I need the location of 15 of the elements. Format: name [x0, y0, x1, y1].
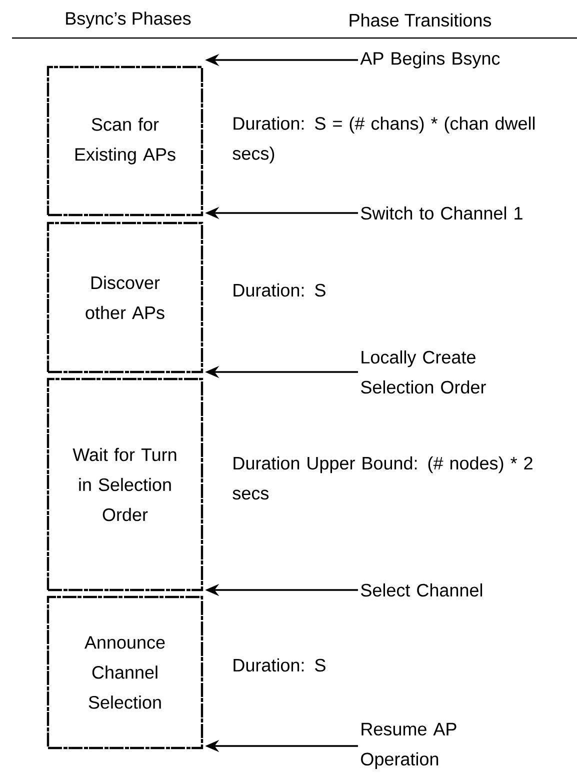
phase-box: Discover other APs [46, 222, 204, 374]
phase-box: Announce Channel Selection [46, 596, 204, 750]
transition-text: Switch to Channel 1 [361, 206, 522, 220]
transition-text: Select Channel [361, 583, 482, 597]
transition-text: Locally Create Selection Order [361, 350, 486, 394]
duration-text: Duration Upper Bound: (# nodes) * 2 secs [232, 456, 532, 500]
transition-text: AP Begins Bsync [360, 52, 500, 68]
column-header: Phase Transitions [350, 13, 492, 27]
phase-box: Wait for Turn in Selection Order [46, 378, 204, 592]
duration-text: Duration: S [234, 283, 326, 297]
transition-text: Resume AP Operation [361, 722, 456, 770]
column-header: Bsync’s Phases [66, 12, 191, 28]
duration-text: Duration: S = (# chans) * (chan dwell secs) [232, 116, 535, 164]
duration-text: Duration: S [234, 658, 326, 672]
phase-box: Scan for Existing APs [46, 66, 204, 216]
